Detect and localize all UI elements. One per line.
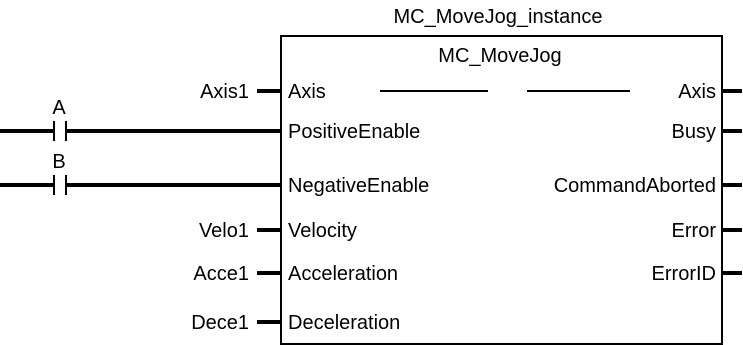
input-variable-acceleration: Acce1: [193, 263, 249, 285]
input-variable-axis: Axis1: [200, 81, 249, 103]
function-block-body[interactable]: [280, 35, 723, 345]
input-variable-deceleration: Dece1: [191, 312, 249, 334]
output-pin-axis: Axis: [678, 81, 716, 103]
input-pin-positive-enable: PositiveEnable: [288, 121, 420, 143]
input-pin-velocity: Velocity: [288, 220, 357, 242]
contact-a[interactable]: [0, 121, 281, 141]
output-pin-busy: Busy: [672, 121, 716, 143]
input-pin-negative-enable: NegativeEnable: [288, 175, 429, 197]
input-pin-acceleration: Acceleration: [288, 263, 398, 285]
output-pin-command-aborted: CommandAborted: [554, 175, 716, 197]
input-variable-velocity: Velo1: [199, 220, 249, 242]
contact-b[interactable]: [0, 175, 281, 195]
input-pin-deceleration: Deceleration: [288, 312, 400, 334]
output-pin-error: Error: [672, 220, 717, 242]
block-type-title: MC_MoveJog: [438, 45, 561, 67]
instance-name: MC_MoveJog_instance: [394, 6, 603, 28]
contact-label-a: A: [52, 97, 66, 119]
output-pin-error-id: ErrorID: [652, 263, 716, 285]
input-pin-axis: Axis: [288, 81, 326, 103]
contact-label-b: B: [52, 151, 65, 173]
